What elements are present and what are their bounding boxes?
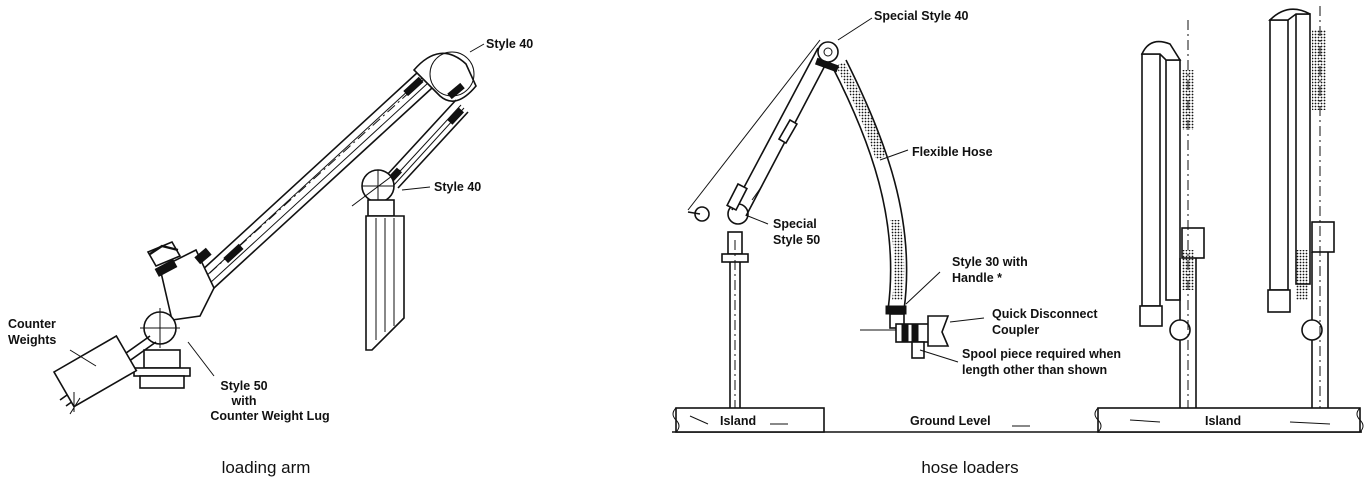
label-spool-2: length other than shown (962, 363, 1107, 377)
label-counter-weights-1: Counter (8, 317, 56, 331)
drop-tube (365, 215, 405, 351)
loading-arm-diagram: Style 40 Style 40 Counter Weights Style … (8, 37, 533, 477)
caption-hose-loaders: hose loaders (921, 458, 1018, 477)
quick-disconnect-coupler (860, 315, 950, 359)
caption-loading-arm: loading arm (222, 458, 311, 477)
counter-weight-block (52, 334, 138, 415)
top-swivel-joint (412, 51, 477, 102)
hose-loader-boom (687, 39, 831, 217)
label-quick-disconnect-1: Quick Disconnect (992, 307, 1098, 321)
label-island-left: Island (720, 414, 756, 428)
label-style30-1: Style 30 with (952, 255, 1028, 269)
hose-top-swivel (814, 41, 840, 73)
label-style40-mid: Style 40 (434, 180, 481, 194)
label-special-style50-1: Special (773, 217, 817, 231)
right-loaders (1139, 6, 1335, 408)
outer-pipe (385, 99, 469, 189)
label-flexible-hose: Flexible Hose (912, 145, 993, 159)
label-island-right: Island (1205, 414, 1241, 428)
label-style50-2: with (231, 394, 257, 408)
label-counter-weights-2: Weights (8, 333, 56, 347)
main-pipe (179, 59, 446, 301)
inner-swivel-body (146, 240, 215, 321)
left-riser (687, 203, 749, 408)
label-ground-level: Ground Level (910, 414, 991, 428)
label-style50-3: Counter Weight Lug (210, 409, 329, 423)
label-spool-1: Spool piece required when (962, 347, 1121, 361)
label-special-style50-2: Style 50 (773, 233, 820, 247)
label-special-style40: Special Style 40 (874, 9, 969, 23)
hose-loaders-diagram: Special Style 40 Flexible Hose Special S… (672, 6, 1364, 477)
ground-and-islands (672, 407, 1364, 433)
label-style40-top: Style 40 (486, 37, 533, 51)
label-quick-disconnect-2: Coupler (992, 323, 1039, 337)
label-style30-2: Handle * (952, 271, 1002, 285)
flexible-hose (831, 59, 908, 329)
label-style50-1: Style 50 (220, 379, 267, 393)
